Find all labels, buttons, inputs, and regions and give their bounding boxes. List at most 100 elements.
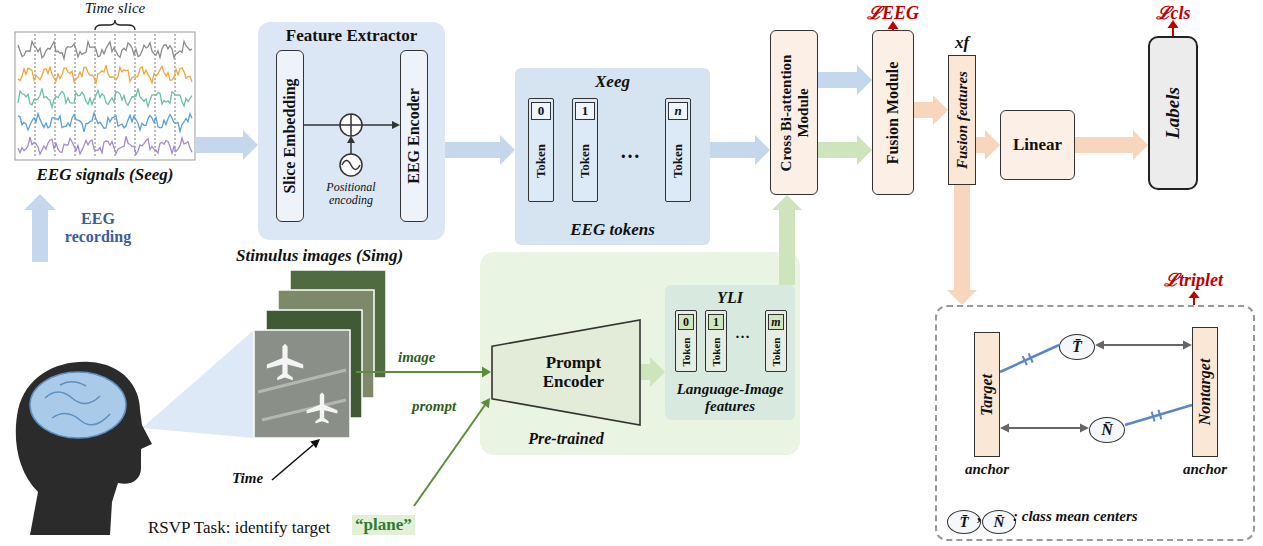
- node-text: 1: [708, 314, 724, 330]
- label-text: RSVP Task: identify target: [148, 518, 330, 538]
- connector-line: [779, 209, 795, 285]
- eeg-wave: [18, 113, 192, 132]
- label-text: “plane”: [352, 515, 415, 535]
- encoding-arrow-head: [347, 136, 355, 143]
- label-text: ,: [977, 507, 981, 525]
- node-text: EEG tokens: [515, 220, 710, 240]
- node-text: YLI: [665, 289, 795, 307]
- node-text: 0: [531, 102, 551, 120]
- node-text: Fusion features: [954, 61, 971, 179]
- grid-line: [175, 34, 176, 158]
- node-text: m: [768, 314, 784, 330]
- connector: [947, 185, 977, 305]
- sine-wave: [342, 161, 360, 170]
- node-text: Labels: [1163, 42, 1184, 184]
- connector: [1000, 345, 1059, 372]
- recording-arrow: [32, 210, 48, 262]
- connector-line: [976, 137, 986, 153]
- node-text: Xeeg: [515, 72, 710, 92]
- labels-box: Labels: [1148, 36, 1198, 190]
- arrow-head: [772, 195, 802, 210]
- node-text: Language-Image features: [665, 381, 795, 416]
- arrow-head: [243, 130, 258, 160]
- label-text: Positional encoding: [318, 181, 384, 207]
- connector: [1125, 405, 1192, 425]
- arrow-head: [1095, 341, 1104, 350]
- connector-line: [1008, 427, 1081, 429]
- node-text: N̄: [1090, 421, 1124, 439]
- label-text: ℒEEG: [863, 0, 923, 24]
- connector-line: [640, 364, 651, 380]
- feature-bar: xfFusion features: [948, 55, 976, 185]
- label-text: …: [620, 140, 640, 163]
- connector-line: [195, 137, 244, 153]
- node-text: 0: [678, 314, 694, 330]
- brain: [30, 372, 126, 438]
- arrow-head: [755, 135, 770, 165]
- extractor-panel: [258, 22, 445, 240]
- encoder-trapezoid: Prompt EncoderPre-trained: [492, 320, 640, 425]
- plane-shape: [267, 344, 303, 380]
- node-text: Token: [670, 144, 686, 178]
- prompt-arrow-head: [481, 398, 490, 408]
- legend-text: : class mean centers: [1013, 508, 1138, 525]
- module-box: Cross Bi-attention Module: [770, 30, 818, 195]
- arrow-head: [1183, 341, 1192, 350]
- connector: [710, 135, 770, 165]
- linear-box: Linear: [1000, 110, 1075, 180]
- token-box: nToken: [665, 98, 691, 202]
- node-text: Nontarget: [1196, 333, 1214, 451]
- connector-line: [710, 142, 756, 158]
- arrow-head: [857, 65, 872, 95]
- node-text: Fusion Module: [884, 36, 902, 189]
- label-text: ℒcls: [1143, 0, 1203, 24]
- brain-gyri: [45, 382, 110, 425]
- connector: [1075, 130, 1148, 160]
- connector: [640, 357, 665, 387]
- triplet-box: ℒtripletTargetanchorNontargetanchorT̄N̄T…: [935, 305, 1255, 541]
- anchor-bar: Targetanchor: [974, 332, 1000, 457]
- connector: [818, 135, 872, 165]
- node-text: Target: [978, 338, 996, 451]
- connector: [195, 130, 258, 160]
- arrow-head: [933, 95, 948, 125]
- connector: [818, 65, 872, 95]
- image-arrow: [356, 371, 482, 373]
- connector-line: [445, 142, 501, 158]
- node-text: ℒtriplet: [1164, 267, 1223, 291]
- token-panel: XeegEEG tokens0Token1TokennToken: [515, 68, 710, 245]
- grid-line: [155, 34, 156, 158]
- label-text: image: [398, 349, 436, 366]
- anchor-bar: Nontargetanchor: [1192, 327, 1218, 457]
- eeg-wave: [18, 65, 192, 83]
- extractor-panel: Feature ExtractorSlice Embedding EEG Enco…: [258, 22, 445, 240]
- node-text: Linear: [1001, 135, 1074, 155]
- sine-symbol: [340, 154, 362, 176]
- connector: [1000, 424, 1089, 433]
- pull-tick: [1152, 412, 1155, 422]
- node-text: Feature Extractor: [258, 26, 445, 46]
- connector: [976, 130, 1000, 160]
- legend-circle: N̄: [982, 510, 1016, 534]
- eeg-wave: [18, 41, 192, 58]
- connector-line: [1103, 344, 1184, 346]
- view-cone: [142, 330, 254, 438]
- head-silhouette: [16, 362, 152, 535]
- plane-shape: [307, 393, 338, 424]
- connector-line: [954, 185, 970, 291]
- node-text: xf: [919, 33, 1005, 53]
- node-text: EEG Encoder: [405, 56, 423, 216]
- connector-line: [818, 142, 858, 158]
- loss-arrow: [1193, 298, 1195, 305]
- label-text: Time: [232, 470, 263, 487]
- node-text: Token: [710, 338, 722, 367]
- connector-line: [1075, 137, 1134, 153]
- green-region: [480, 252, 800, 455]
- token-box: mToken: [765, 310, 787, 372]
- stimulus-image: [254, 330, 350, 438]
- label-text: EEG recording: [56, 210, 140, 247]
- eeg-waves: [18, 34, 192, 158]
- node-text: Slice Embedding: [281, 56, 299, 216]
- loss-arrow-head: [1189, 291, 1200, 298]
- pull-tick: [1029, 353, 1033, 362]
